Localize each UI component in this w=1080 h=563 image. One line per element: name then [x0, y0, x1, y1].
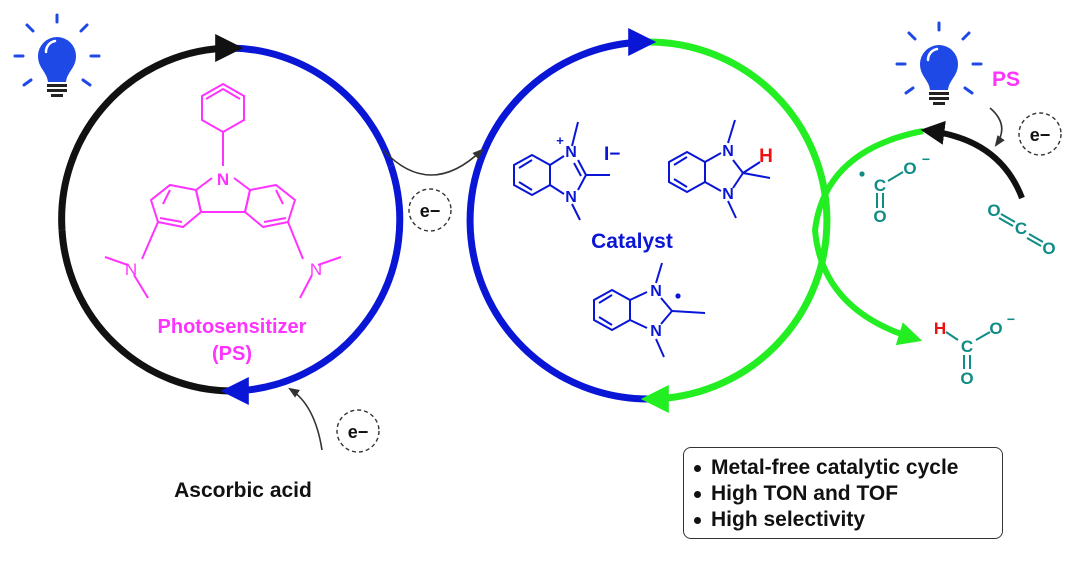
feature-text: High TON and TOF — [711, 482, 899, 505]
catalyst-2-nitrogen-top: N — [722, 143, 734, 160]
co2-radical-minus: − — [922, 151, 930, 167]
iodide-label: I− — [604, 144, 620, 165]
co2-radical-oxygen-1: O — [903, 159, 916, 178]
formate-minus: − — [1007, 311, 1015, 327]
catalyst-1-nitrogen-bottom: N — [565, 189, 577, 206]
catalyst-1-plus-charge: + — [556, 133, 564, 148]
co2-radical-carbon: C — [874, 176, 886, 195]
ascorbic-acid-label: Ascorbic acid — [174, 479, 312, 502]
bullet-icon — [694, 490, 701, 498]
electron-badge-right — [1018, 112, 1062, 156]
catalyst-2-nitrogen-bottom: N — [722, 186, 734, 203]
electron-label-bottom: e− — [348, 422, 369, 442]
ps-electron-arrow — [989, 107, 1005, 147]
co2-radical-anion — [876, 171, 904, 208]
light-bulb-icon — [895, 21, 983, 105]
photosensitizer-label: Photosensitizer — [158, 316, 307, 338]
photosensitizer-molecule — [104, 82, 342, 299]
catalyst-2-hydrogen-label: H — [759, 146, 773, 167]
feature-item: High selectivity — [694, 507, 992, 533]
amine-right-nitrogen-label: N — [310, 260, 322, 279]
co2-molecule — [998, 213, 1044, 247]
co2-radical-dot — [859, 171, 865, 177]
feature-item: Metal-free catalytic cycle — [694, 455, 992, 481]
features-box: Metal-free catalytic cycle High TON and … — [683, 447, 1003, 539]
light-bulb-icon — [13, 13, 101, 97]
feature-item: High TON and TOF — [694, 481, 992, 507]
catalyst-cycle — [466, 28, 831, 413]
catalyst-molecule-radical — [593, 262, 706, 358]
amine-left-nitrogen-label: N — [125, 260, 137, 279]
catalyst-molecule-benzimidazoline — [668, 119, 771, 219]
ascorbic-electron-arrow — [288, 387, 323, 451]
electron-badge-bottom — [336, 409, 380, 453]
electron-transfer-arrow — [382, 148, 484, 176]
photosensitizer-cycle — [58, 34, 404, 405]
catalyst-label: Catalyst — [591, 230, 673, 253]
electron-badge-middle — [408, 188, 452, 232]
formate-oxygen-1: O — [989, 319, 1002, 338]
carbazole-nitrogen-label: N — [217, 170, 229, 189]
catalyst-3-nitrogen-bottom: N — [650, 323, 662, 340]
formate-molecule — [945, 331, 991, 369]
catalyst-3-nitrogen-top: N — [650, 283, 662, 300]
co2-reduction-arc — [811, 128, 924, 346]
cycle-arc-right — [230, 164, 404, 395]
cycle-arc-top-right — [230, 44, 395, 168]
formate-oxygen-2: O — [960, 369, 973, 388]
cycle-arc-bottom — [58, 229, 232, 395]
radical-dot — [675, 293, 681, 299]
feature-text: High selectivity — [711, 508, 866, 531]
catalyst-arc-right — [646, 38, 831, 403]
catalyst-molecule-benzimidazolium — [513, 121, 610, 221]
electron-label-middle: e− — [420, 201, 441, 221]
co2-carbon: C — [1015, 219, 1027, 238]
co2-input-arrow — [920, 120, 1025, 200]
ps-label: PS — [992, 68, 1020, 91]
formate-hydrogen: H — [934, 319, 946, 338]
co2-radical-oxygen-2: O — [873, 207, 886, 226]
co2-oxygen-2: O — [1042, 239, 1055, 258]
electron-label-right: e− — [1030, 125, 1051, 145]
cycle-arc-left — [58, 44, 232, 231]
formate-carbon: C — [961, 337, 973, 356]
bullet-icon — [694, 464, 701, 472]
catalyst-1-nitrogen-top: N — [565, 144, 577, 161]
catalyst-arc-left — [466, 38, 651, 403]
photosensitizer-abbrev-label: (PS) — [212, 343, 252, 365]
feature-text: Metal-free catalytic cycle — [711, 456, 959, 479]
co2-oxygen-1: O — [987, 201, 1000, 220]
bullet-icon — [694, 516, 701, 524]
